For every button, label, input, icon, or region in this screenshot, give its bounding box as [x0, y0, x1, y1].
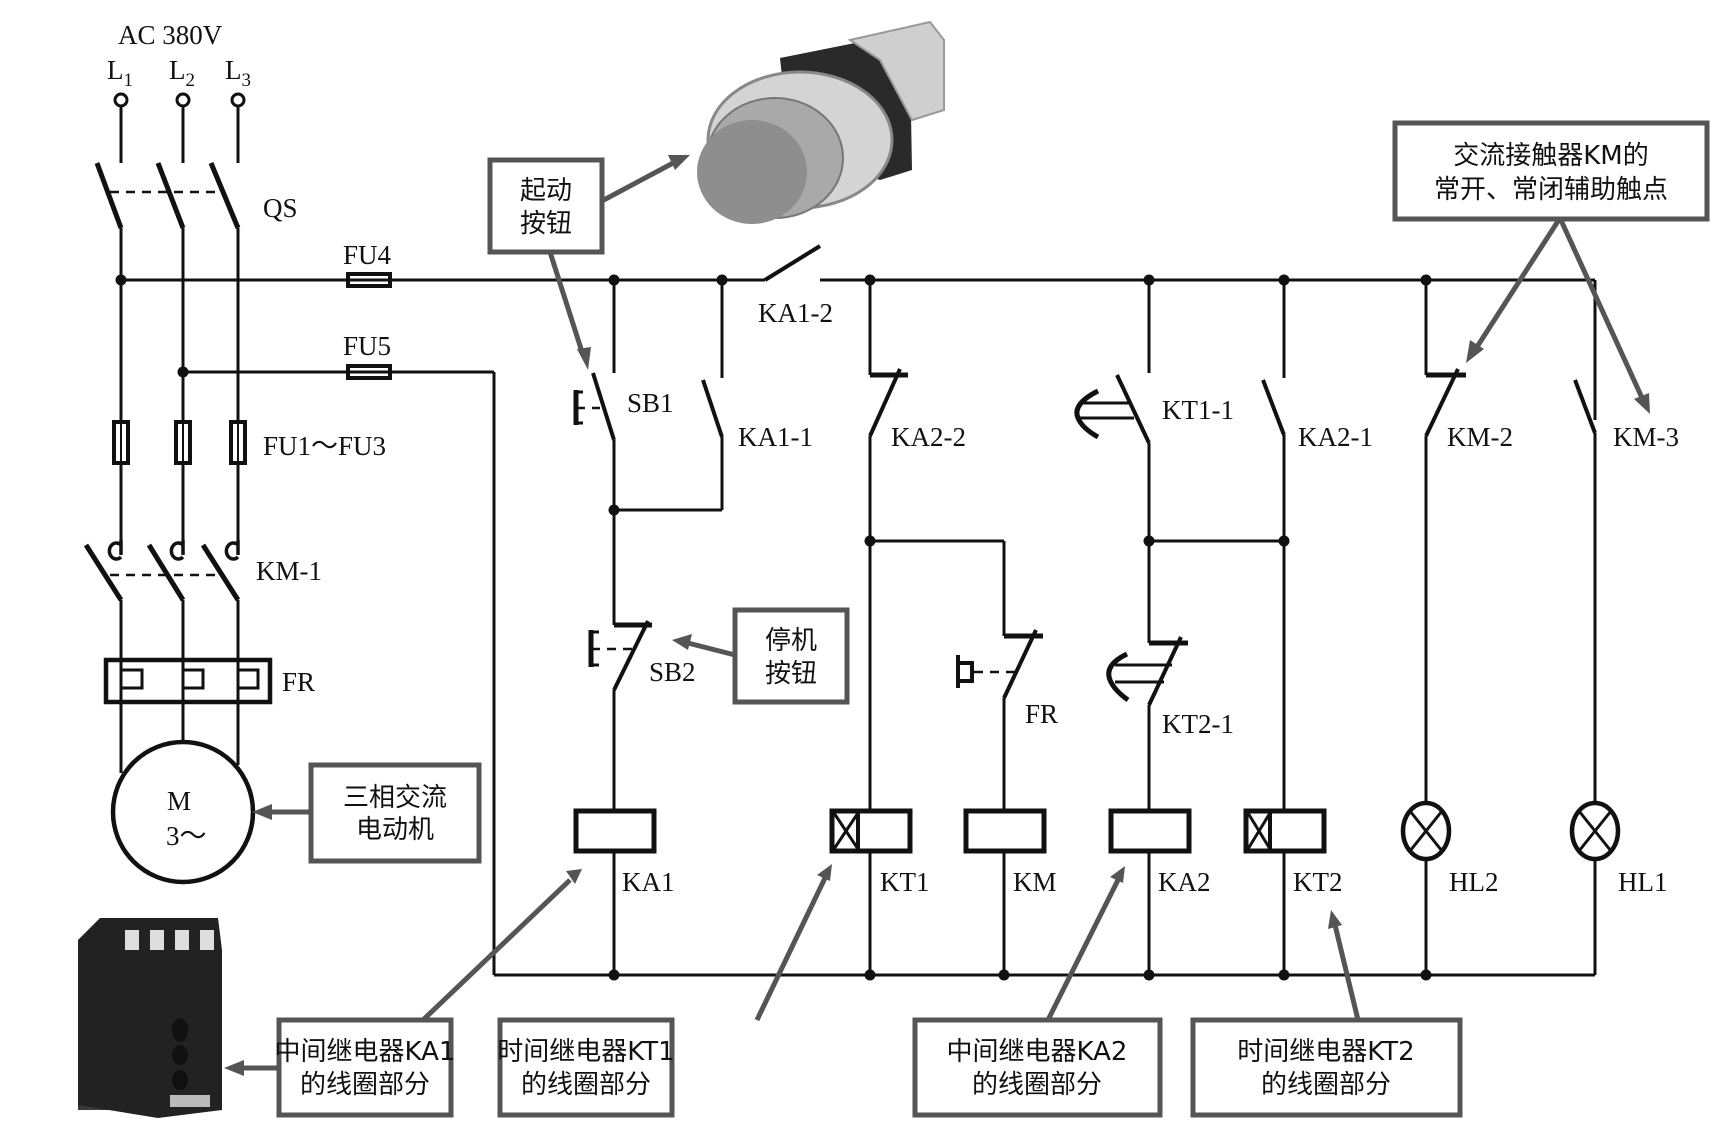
- phase-label-l3: L3: [225, 55, 251, 91]
- ka2-2-label: KA2-2: [891, 422, 966, 452]
- svg-text:的线圈部分: 的线圈部分: [300, 1070, 430, 1100]
- svg-text:的线圈部分: 的线圈部分: [521, 1070, 651, 1100]
- kt2-coil-label: KT2: [1293, 867, 1343, 897]
- terminal-l3: [230, 92, 246, 108]
- branch-kt1: KA2-2 KT1: [829, 280, 1004, 975]
- branch-hl1: KM-3 HL1: [1569, 379, 1679, 975]
- km-2-label: KM-2: [1447, 422, 1513, 452]
- terminal-l1: [113, 92, 129, 108]
- ka1-2-label: KA1-2: [758, 298, 833, 328]
- svg-text:电动机: 电动机: [356, 815, 434, 845]
- ka1-2-contact: KA1-2: [758, 244, 833, 328]
- terminal-l2: [175, 92, 191, 108]
- svg-text:按钮: 按钮: [520, 209, 572, 239]
- branch-ka1: SB1 KA1-1 SB2 KA1: [573, 280, 813, 975]
- hl1-label: HL1: [1618, 867, 1668, 897]
- km-coil-label: KM: [1013, 867, 1057, 897]
- relay-photo: [78, 918, 222, 1118]
- kt1-coil-label: KT1: [880, 867, 930, 897]
- km1-label: KM-1: [256, 556, 322, 586]
- phase-label-l1: L1: [107, 55, 133, 91]
- svg-text:的线圈部分: 的线圈部分: [972, 1070, 1102, 1100]
- motor-phases: 3～: [166, 821, 207, 851]
- callout-kt2-coil: 时间继电器KT2 的线圈部分: [1190, 1017, 1463, 1118]
- fu5-fuse: FU5: [343, 331, 392, 380]
- motor-symbol: M: [167, 786, 191, 816]
- kt1-1-label: KT1-1: [1162, 395, 1234, 425]
- callout-stop-button: 停机 按钮: [732, 607, 850, 705]
- ka2-1-label: KA2-1: [1298, 422, 1373, 452]
- fu4-label: FU4: [343, 240, 392, 270]
- supply-terminals: [113, 92, 246, 163]
- fu5-label: FU5: [343, 331, 391, 361]
- branch-kt2: KA2-1 KT2: [1243, 280, 1373, 975]
- supply-voltage-label: AC 380V: [118, 20, 223, 50]
- phase-label-l2: L2: [169, 55, 195, 91]
- branch-ka2: KT1-1 KT2-1 KA2: [1074, 280, 1284, 975]
- motor: M 3～: [110, 739, 256, 885]
- callout-motor: 三相交流 电动机: [308, 762, 482, 864]
- callout-arrows: [224, 155, 1650, 1076]
- callout-kt1-coil: 时间继电器KT1 的线圈部分: [497, 1017, 675, 1118]
- fu4-fuse: FU4: [343, 240, 392, 288]
- branch-hl2: KM-2 HL2: [1400, 280, 1513, 975]
- km-3-label: KM-3: [1613, 422, 1679, 452]
- svg-text:时间继电器KT1: 时间继电器KT1: [497, 1037, 674, 1067]
- svg-text:常开、常闭辅助触点: 常开、常闭辅助触点: [1434, 175, 1668, 205]
- kt2-1-label: KT2-1: [1162, 709, 1234, 739]
- svg-text:按钮: 按钮: [765, 659, 817, 689]
- svg-text:停机: 停机: [765, 626, 817, 656]
- fr-contact-label: FR: [1025, 699, 1058, 729]
- svg-text:交流接触器KM的: 交流接触器KM的: [1453, 141, 1648, 171]
- ka2-coil-label: KA2: [1158, 867, 1211, 897]
- phase-labels: L1 L2 L3: [107, 55, 251, 91]
- fr-power-label: FR: [282, 667, 315, 697]
- ka1-1-label: KA1-1: [738, 422, 813, 452]
- svg-text:中间继电器KA2: 中间继电器KA2: [947, 1037, 1128, 1067]
- callout-ka1-coil: 中间继电器KA1 的线圈部分: [275, 1017, 456, 1118]
- callout-km-aux-contacts: 交流接触器KM的 常开、常闭辅助触点: [1392, 120, 1710, 222]
- fuses-fu1-fu3: FU1～FU3: [112, 420, 386, 465]
- pushbutton-photo: [697, 20, 945, 224]
- ka1-coil-label: KA1: [622, 867, 675, 897]
- hl2-label: HL2: [1449, 867, 1499, 897]
- svg-text:三相交流: 三相交流: [343, 783, 447, 813]
- callout-ka2-coil: 中间继电器KA2 的线圈部分: [912, 1017, 1163, 1118]
- svg-text:起动: 起动: [520, 176, 572, 206]
- fr-overload-relay: FR: [103, 657, 315, 705]
- branch-km: FR KM: [956, 541, 1058, 975]
- svg-text:时间继电器KT2: 时间继电器KT2: [1237, 1037, 1414, 1067]
- sb1-label: SB1: [627, 388, 674, 418]
- km1-main-contacts: KM-1: [83, 540, 322, 602]
- qs-label: QS: [263, 193, 298, 223]
- svg-text:中间继电器KA1: 中间继电器KA1: [275, 1037, 456, 1067]
- callout-start-button: 起动 按钮: [487, 157, 605, 255]
- sb2-label: SB2: [649, 657, 696, 687]
- qs-switch: QS: [94, 162, 298, 229]
- svg-text:的线圈部分: 的线圈部分: [1261, 1070, 1391, 1100]
- fu1-fu3-label: FU1～FU3: [263, 431, 386, 461]
